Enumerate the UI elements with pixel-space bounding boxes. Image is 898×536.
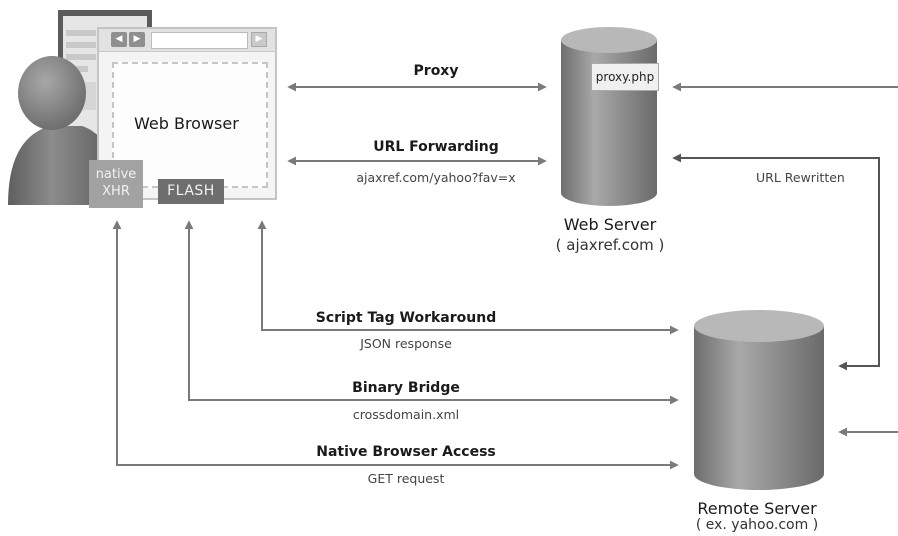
script-tag-sublabel: JSON response — [360, 336, 452, 351]
url-forwarding-label: URL Forwarding — [373, 139, 499, 155]
remote-server-cylinder — [694, 310, 824, 490]
native-access-label: Native Browser Access — [316, 444, 496, 460]
native-access-arrow — [112, 220, 679, 470]
binary-bridge-label: Binary Bridge — [352, 380, 460, 396]
back-arrow-icon: ◀ — [111, 32, 127, 47]
url-forwarding-sublabel: ajaxref.com/yahoo?fav=x — [356, 170, 516, 185]
native-tag-line1: native — [95, 167, 137, 182]
web-server-title: Web Server — [563, 215, 657, 234]
url-rewritten-label: URL Rewritten — [756, 170, 845, 185]
browser-toolbar: ◀ ▶ ▶ — [99, 29, 275, 52]
proxy-php-file: proxy.php — [591, 63, 659, 91]
flash-tag: FLASH — [158, 179, 224, 204]
native-xhr-tag: native XHR — [89, 160, 143, 208]
proxy-label: Proxy — [413, 63, 459, 79]
go-arrow-icon: ▶ — [251, 32, 267, 47]
web-browser-label: Web Browser — [134, 114, 239, 133]
native-access-sublabel: GET request — [367, 471, 445, 486]
web-server-subtitle: ( ajaxref.com ) — [555, 236, 665, 254]
binary-bridge-sublabel: crossdomain.xml — [352, 407, 460, 422]
address-bar — [151, 32, 248, 49]
native-tag-line2: XHR — [102, 184, 130, 199]
url-rewritten-arrow — [672, 153, 880, 371]
remote-server-subtitle: ( ex. yahoo.com ) — [695, 517, 819, 533]
forward-arrow-icon: ▶ — [129, 32, 145, 47]
web-server-cylinder — [561, 27, 657, 206]
script-tag-label: Script Tag Workaround — [315, 310, 497, 326]
remote-server-title: Remote Server — [697, 499, 817, 518]
